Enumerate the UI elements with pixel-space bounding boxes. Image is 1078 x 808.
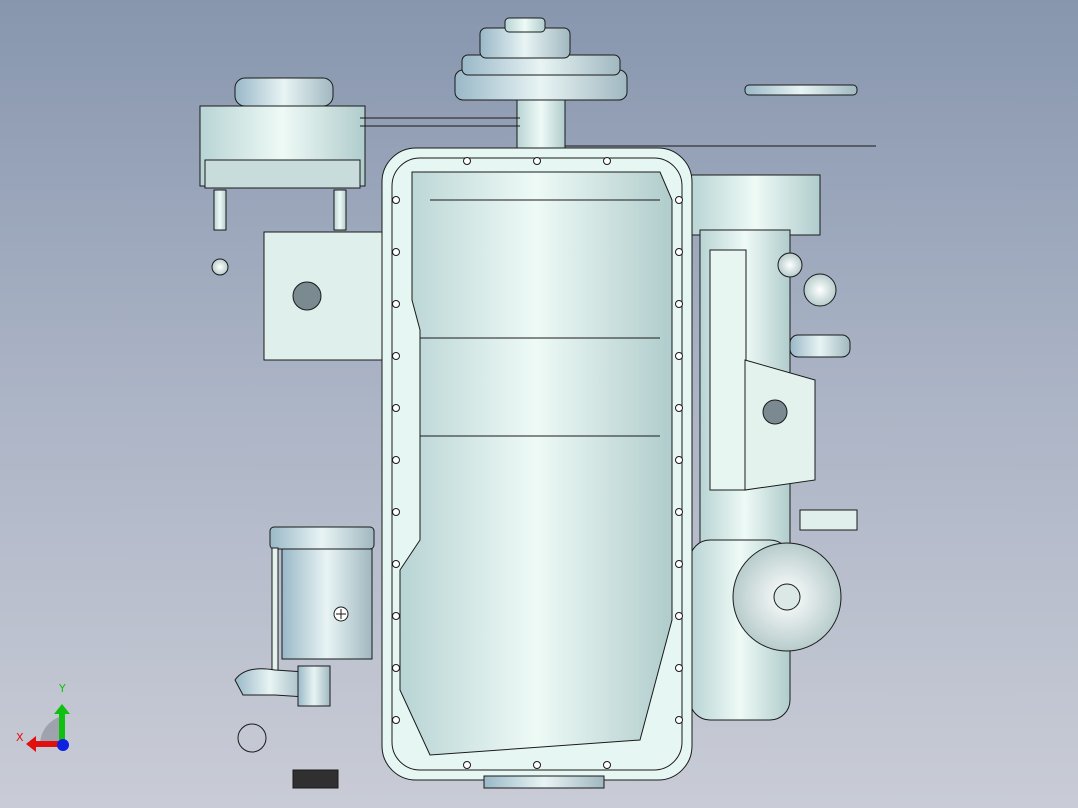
flange-bolt xyxy=(463,761,471,769)
flange-bolt xyxy=(392,300,400,308)
y-axis-arrow xyxy=(59,712,65,744)
nut xyxy=(211,258,229,276)
flange-bolt xyxy=(392,196,400,204)
flange-bolt xyxy=(675,456,683,464)
flange-bolt xyxy=(392,716,400,724)
oil-filter[interactable] xyxy=(732,542,842,652)
oil-pan[interactable] xyxy=(381,147,693,789)
coordinate-triad: Y X xyxy=(10,682,80,756)
mount-bracket[interactable] xyxy=(263,231,383,361)
flange-bolt xyxy=(603,157,611,165)
y-axis-arrowhead xyxy=(54,704,70,714)
x-axis-arrow xyxy=(34,741,62,747)
flange-bolt xyxy=(533,761,541,769)
flange-bolt xyxy=(675,352,683,360)
flange-bolt xyxy=(392,664,400,672)
z-axis-dot xyxy=(57,739,69,751)
triad-plane xyxy=(40,716,62,744)
flange-bolt xyxy=(675,196,683,204)
flange-bolt xyxy=(463,157,471,165)
flange-bolt xyxy=(392,248,400,256)
flange-bolt xyxy=(675,404,683,412)
x-axis-label: X xyxy=(16,731,24,744)
flange-bolt xyxy=(675,300,683,308)
flange-bolt xyxy=(675,248,683,256)
flange-bolt xyxy=(392,456,400,464)
solenoid-unit[interactable] xyxy=(234,526,375,789)
idler-pulley-assembly[interactable] xyxy=(199,77,520,276)
flange-bolt xyxy=(675,664,683,672)
flange-bolt xyxy=(392,404,400,412)
triad-graphic xyxy=(26,704,70,752)
cover-plate xyxy=(744,84,858,96)
x-axis-arrowhead xyxy=(26,736,36,752)
flange-bolt xyxy=(392,612,400,620)
flange-bolt xyxy=(675,560,683,568)
flange-bolt xyxy=(675,612,683,620)
flange-bolt xyxy=(392,508,400,516)
flange-bolt xyxy=(603,761,611,769)
y-axis-label: Y xyxy=(59,682,66,695)
flange-bolt xyxy=(675,716,683,724)
crank-pulley[interactable] xyxy=(454,17,628,151)
flange-bolt xyxy=(675,508,683,516)
flange-bolt xyxy=(392,560,400,568)
flange-bolt xyxy=(533,157,541,165)
flange-bolt xyxy=(392,352,400,360)
